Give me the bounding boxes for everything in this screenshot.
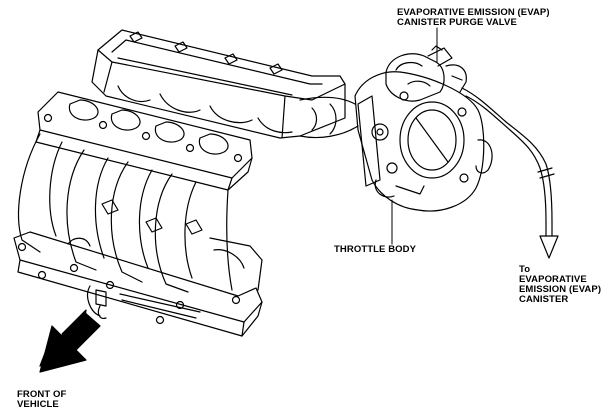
intake-plenum	[91, 29, 359, 139]
throttle-body	[354, 71, 493, 212]
evap-purge-valve	[385, 45, 467, 102]
to-evap-canister-label: To EVAPORATIVE EMISSION (EVAP) CANISTER	[519, 264, 602, 305]
evap-purge-valve-label: EVAPORATIVE EMISSION (EVAP) CANISTER PUR…	[397, 7, 550, 28]
throttle-body-label: THROTTLE BODY	[334, 244, 417, 255]
manifold-flange-lower	[13, 231, 263, 337]
front-of-vehicle-arrow	[39, 309, 101, 373]
evap-hose	[461, 87, 559, 259]
manifold-flange-upper	[35, 91, 253, 191]
intake-runners	[17, 133, 233, 293]
arrow-down-to-canister	[539, 235, 559, 259]
leader-lines	[391, 27, 438, 245]
front-of-vehicle-label: FRONT OF VEHICLE	[17, 389, 67, 410]
fuel-fitting	[87, 285, 201, 319]
